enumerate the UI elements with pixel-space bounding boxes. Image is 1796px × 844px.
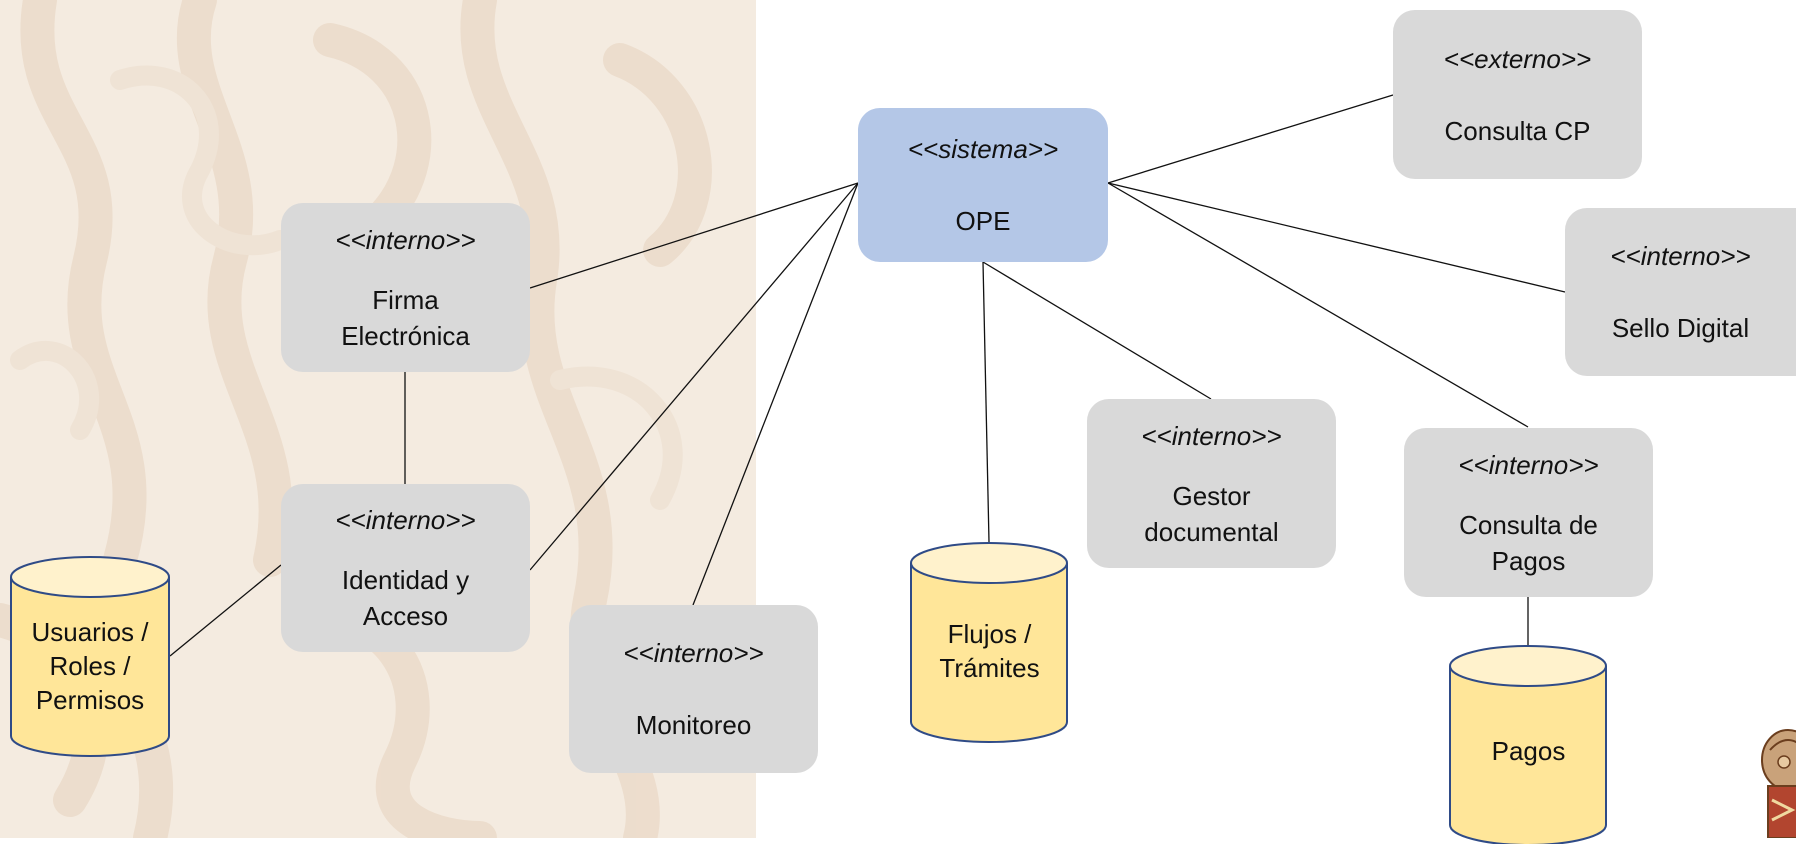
- system-name: OPE: [955, 206, 1011, 236]
- connector-ope-identidad: [529, 182, 859, 571]
- component-consulta-pagos: <<interno>> Consulta de Pagos: [1404, 428, 1653, 597]
- datastore-label-line2: Trámites: [939, 653, 1040, 683]
- component-consulta-cp: <<externo>> Consulta CP: [1393, 10, 1642, 179]
- component-firma-electronica: <<interno>> Firma Electrónica: [281, 203, 530, 372]
- component-name-line2: Pagos: [1491, 545, 1566, 576]
- connector-ope-monitoreo: [692, 182, 859, 606]
- connector-ope-sello-digital: [1107, 182, 1566, 293]
- connector-ope-gestor-documental: [982, 261, 1212, 400]
- connector-identidad-usuarios: [169, 564, 282, 657]
- stereotype-label: <<interno>>: [623, 638, 764, 668]
- datastore-label-line1: Flujos /: [947, 619, 1032, 649]
- component-name-line1: Gestor: [1172, 480, 1251, 511]
- decorative-figure-illustration: [1748, 720, 1796, 839]
- datastore-usuarios: Usuarios / Roles / Permisos: [9, 555, 171, 758]
- connector-ope-consulta-cp: [1107, 94, 1394, 184]
- datastore-label-line1: Pagos: [1491, 736, 1566, 766]
- component-name-line1: Consulta de: [1459, 509, 1598, 540]
- component-name: Monitoreo: [635, 710, 752, 740]
- stereotype-label: <<interno>>: [335, 224, 476, 255]
- datastore-pagos: Pagos: [1448, 644, 1609, 844]
- datastore-label-line2: Roles /: [49, 651, 131, 681]
- system-node-ope: <<sistema>> OPE: [858, 108, 1108, 262]
- component-name-line1: Identidad y: [341, 565, 470, 595]
- database-cylinder-icon: [910, 542, 1068, 743]
- component-name: Sello Digital: [1611, 313, 1750, 343]
- stereotype-label: <<interno>>: [1610, 241, 1751, 271]
- stereotype-label: <<interno>>: [1458, 449, 1599, 480]
- component-name-line2: Electrónica: [341, 320, 470, 351]
- connector-ope-flujos: [982, 261, 990, 543]
- datastore-label-line1: Usuarios /: [31, 617, 149, 647]
- component-monitoreo: <<interno>> Monitoreo: [569, 605, 818, 773]
- datastore-flujos: Flujos / Trámites: [909, 541, 1070, 744]
- component-gestor-documental: <<interno>> Gestor documental: [1087, 399, 1336, 568]
- connector-ope-firma: [529, 182, 859, 289]
- database-cylinder-icon: [1449, 645, 1607, 844]
- component-name-line2: documental: [1144, 516, 1279, 547]
- component-name-line1: Firma: [372, 284, 439, 315]
- stereotype-label: <<externo>>: [1443, 43, 1592, 74]
- connector-ope-consulta-pagos: [1107, 182, 1529, 428]
- database-cylinder-icon: [10, 556, 170, 757]
- stereotype-label: <<interno>>: [1141, 420, 1282, 451]
- stereotype-label: <<interno>>: [335, 505, 476, 535]
- component-name-line2: Acceso: [362, 601, 449, 631]
- stereotype-label: <<sistema>>: [907, 134, 1059, 164]
- component-identidad-acceso: <<interno>> Identidad y Acceso: [281, 484, 530, 652]
- component-name: Consulta CP: [1444, 115, 1591, 146]
- component-sello-digital: <<interno>> Sello Digital: [1565, 208, 1796, 376]
- datastore-label-line3: Permisos: [35, 685, 145, 715]
